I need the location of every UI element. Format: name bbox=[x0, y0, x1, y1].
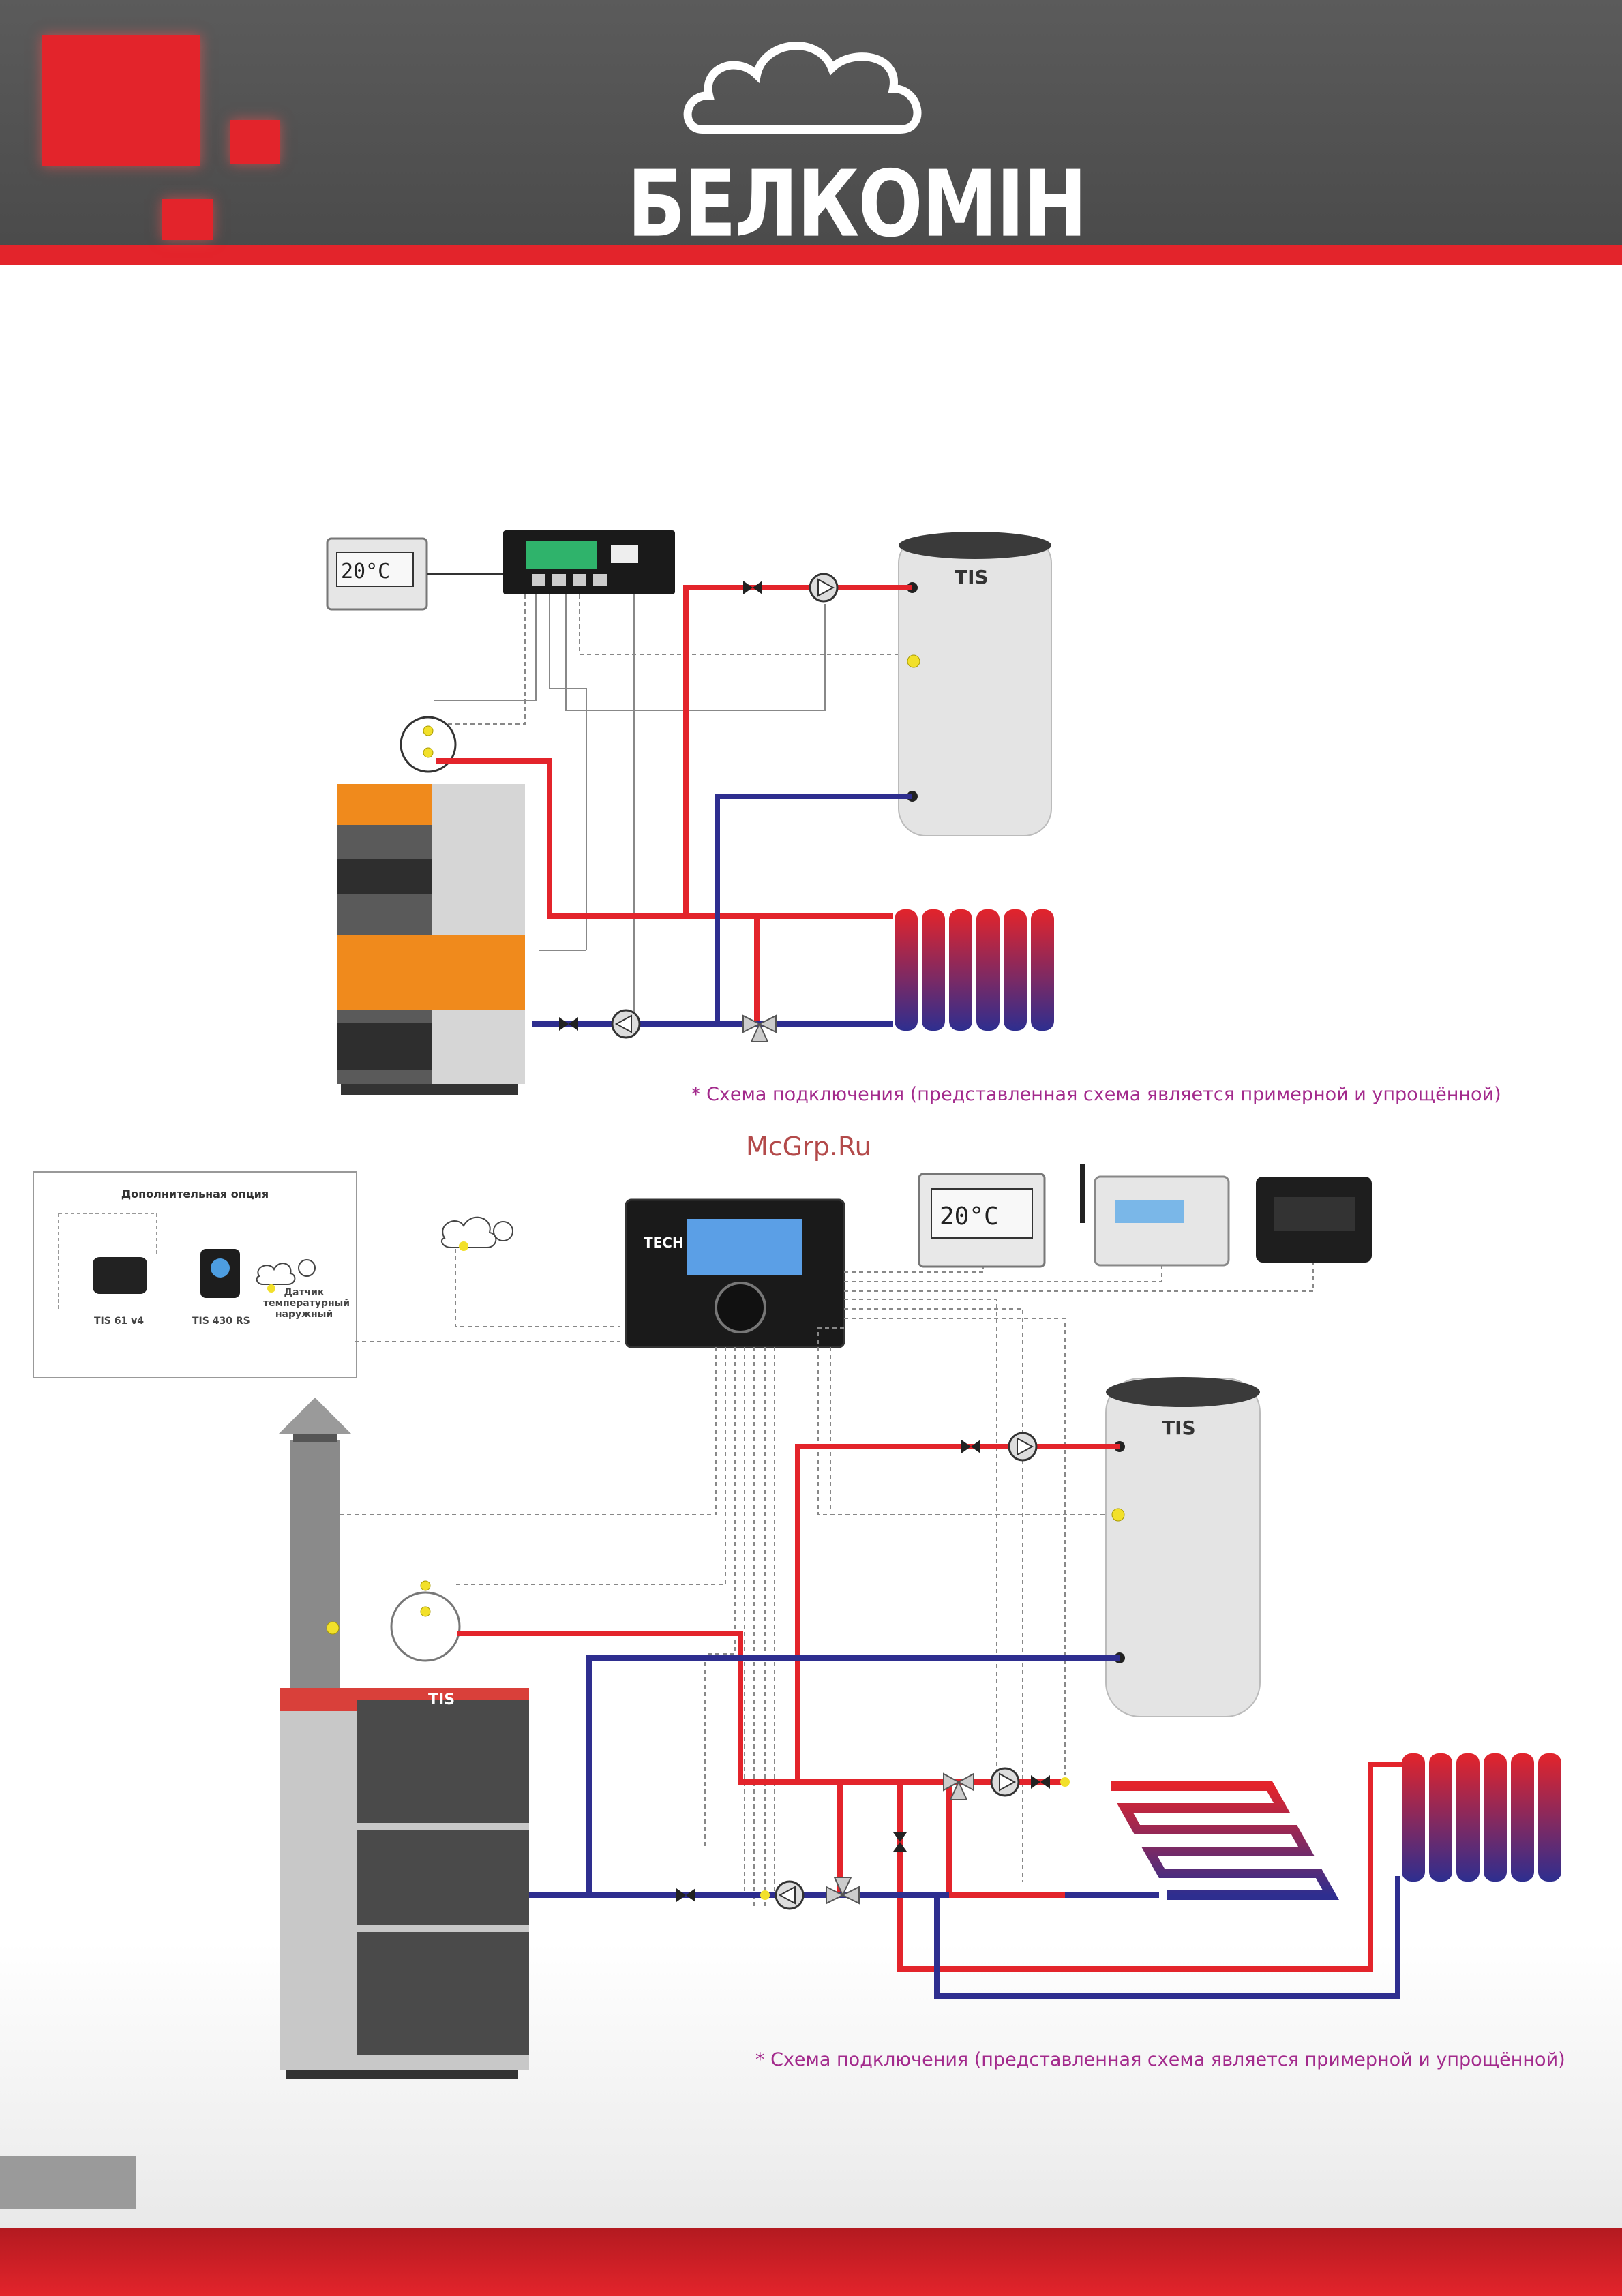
thermostat-display-2: 20°C bbox=[940, 1203, 999, 1230]
page-number-tab bbox=[0, 2156, 136, 2209]
sensor-dot-icon bbox=[421, 1581, 430, 1590]
floor-sensor-icon bbox=[1060, 1777, 1070, 1787]
boiler-sensor-group-2 bbox=[391, 1592, 460, 1661]
check-valve-icon bbox=[1031, 1775, 1050, 1789]
room-thermostat-2: 20°C bbox=[919, 1174, 1045, 1267]
boiler-brand-2: TIS bbox=[428, 1691, 455, 1708]
check-valve-icon bbox=[676, 1888, 695, 1902]
buffer-tank-2: TIS bbox=[1106, 1377, 1260, 1717]
return-sensor-icon bbox=[760, 1890, 770, 1900]
wireless-module bbox=[1080, 1164, 1229, 1265]
radiator-2 bbox=[1402, 1753, 1561, 1882]
boiler-controller-2: TECH bbox=[626, 1200, 844, 1347]
diagram-note-2: * Схема подключения (представленная схем… bbox=[755, 2049, 1565, 2070]
flue-sensor-icon bbox=[327, 1622, 339, 1634]
tank-brand-2: TIS bbox=[1162, 1417, 1196, 1439]
outdoor-sensor-icon bbox=[442, 1218, 513, 1251]
ethernet-module bbox=[1256, 1177, 1372, 1263]
tank-sensor-icon bbox=[1112, 1509, 1124, 1521]
sensor-dot-icon bbox=[421, 1607, 430, 1616]
controller-brand-2: TECH bbox=[644, 1235, 684, 1251]
underfloor-heating-loop bbox=[1111, 1786, 1331, 1895]
check-valve-icon bbox=[893, 1832, 907, 1852]
heating-diagram-2: TECH 20°C TIS bbox=[0, 0, 1622, 2113]
chimney bbox=[278, 1398, 352, 1707]
check-valve-icon bbox=[961, 1440, 980, 1453]
mixing-valve-icon bbox=[826, 1877, 859, 1903]
solid-fuel-boiler-2: TIS bbox=[280, 1688, 529, 2079]
footer-stripe bbox=[0, 2228, 1622, 2296]
